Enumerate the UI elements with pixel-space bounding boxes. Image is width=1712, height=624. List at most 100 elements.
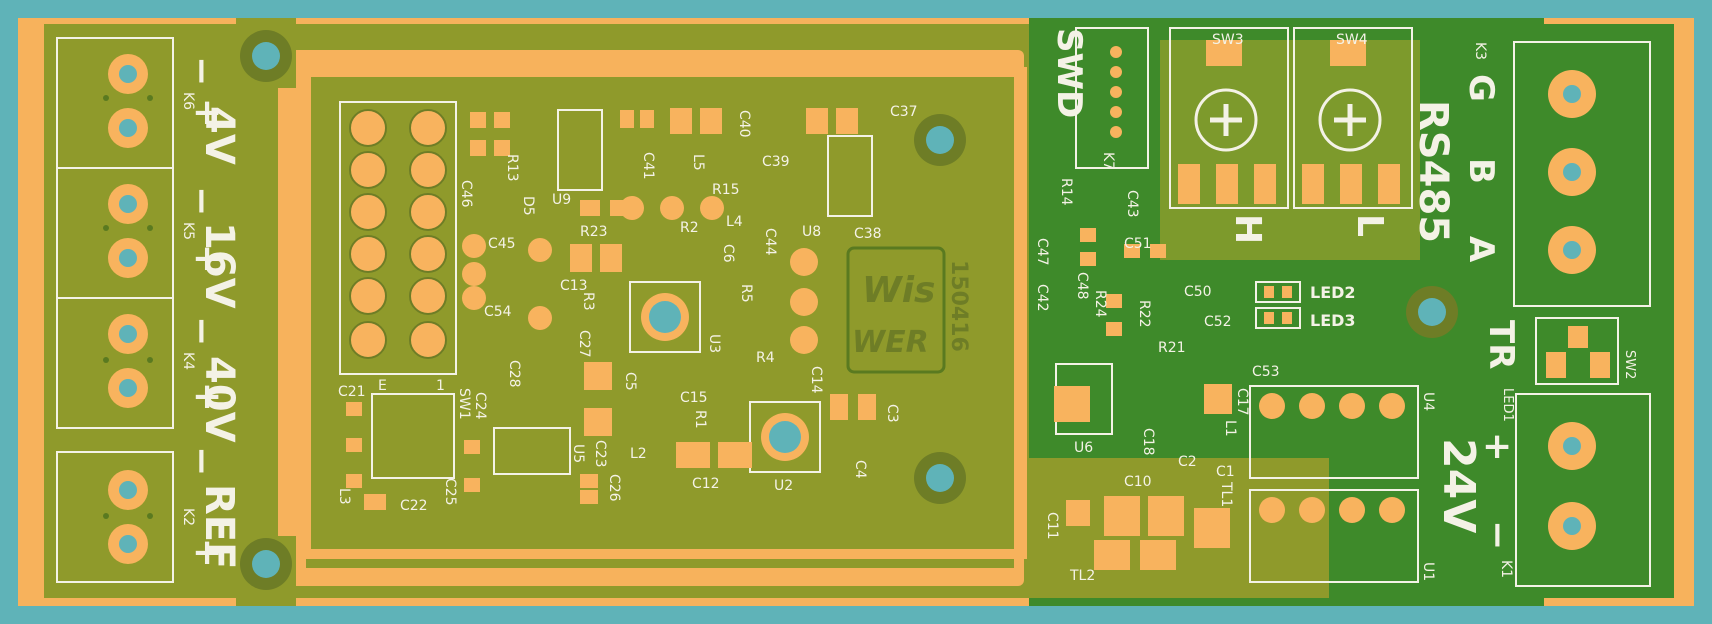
k7-label: K7 xyxy=(1100,152,1116,170)
g-label: G xyxy=(1461,74,1501,102)
ref-c50: C50 xyxy=(1184,284,1212,300)
ref-r1: R1 xyxy=(692,410,708,429)
ref-c28: C28 xyxy=(506,360,522,388)
mounting-hole-tl xyxy=(240,30,292,82)
connector-u4[interactable] xyxy=(1249,385,1419,479)
led-indicators xyxy=(1255,281,1301,329)
ref-r23: R23 xyxy=(580,224,608,240)
ref-c6: C6 xyxy=(720,244,736,263)
component-refs: C37 C40 C41 C39 L5 R13 D5 C46 R15 L4 C38… xyxy=(336,104,1280,584)
smd-pads xyxy=(346,108,876,510)
ref-c38: C38 xyxy=(854,226,882,242)
mounting-hole-ir1 xyxy=(914,114,966,166)
ref-c53: C53 xyxy=(1252,364,1280,380)
rs485-label: RS485 xyxy=(1410,100,1456,243)
led3-label: LED3 xyxy=(1310,311,1356,330)
ref-c17: C17 xyxy=(1234,388,1250,416)
ref-l2: L2 xyxy=(630,446,647,462)
switch-sw4[interactable] xyxy=(1293,27,1413,209)
chip-label-sw1: SW1 xyxy=(456,388,472,420)
ref-r2: R2 xyxy=(680,220,699,236)
chip-u5 xyxy=(493,427,571,475)
ref-c2: C2 xyxy=(1178,454,1197,470)
ref-c48: C48 xyxy=(1074,272,1090,300)
pin-header[interactable] xyxy=(339,101,457,375)
chip-u9 xyxy=(557,109,603,191)
pin-label-1: 1 xyxy=(436,378,445,394)
ref-c39: C39 xyxy=(762,154,790,170)
ref-c10: C10 xyxy=(1124,474,1152,490)
k1-ref: K1 xyxy=(1498,560,1514,578)
board-version: 150416 xyxy=(946,260,971,352)
logo-box xyxy=(846,246,946,374)
sw4-label: SW4 xyxy=(1336,32,1368,48)
ref-l5: L5 xyxy=(690,154,706,171)
left-vias xyxy=(103,95,153,519)
ref-c37: C37 xyxy=(890,104,918,120)
terminal-k6[interactable] xyxy=(56,37,174,169)
ref-l3: L3 xyxy=(336,488,352,505)
chip-u2 xyxy=(749,401,821,473)
terminal-k5[interactable] xyxy=(56,167,174,299)
ref-c51: C51 xyxy=(1124,236,1152,252)
chip-label-u3: U3 xyxy=(706,334,722,353)
terminal-k4[interactable] xyxy=(56,297,174,429)
ref-tl1: TL1 xyxy=(1218,481,1234,507)
ref-c24: C24 xyxy=(472,392,488,420)
k5-plus: + xyxy=(192,238,222,279)
chip-label-u1: U1 xyxy=(1420,562,1436,581)
chip-sw1 xyxy=(371,393,455,479)
ref-r24: R24 xyxy=(1092,290,1108,318)
pin-label-e: E xyxy=(378,378,387,394)
ref-c12: C12 xyxy=(692,476,720,492)
sw3-label: SW3 xyxy=(1212,32,1244,48)
terminal-k1[interactable] xyxy=(1515,393,1651,587)
connector-u1[interactable] xyxy=(1249,489,1419,583)
ref-c41: C41 xyxy=(640,152,656,180)
k2-ref: K2 xyxy=(180,508,196,526)
ref-c3: C3 xyxy=(884,404,900,423)
ref-c23: C23 xyxy=(592,440,608,468)
ref-c47: C47 xyxy=(1034,238,1050,266)
switch-sw2[interactable] xyxy=(1535,317,1619,385)
led1-label: LED1 xyxy=(1500,388,1515,422)
k3-ref: K3 xyxy=(1472,42,1488,60)
mounting-hole-ir2 xyxy=(914,452,966,504)
chip-u8 xyxy=(827,135,873,217)
swd-connector[interactable] xyxy=(1075,27,1149,169)
k4-minus: − xyxy=(181,316,222,346)
chip-label-u6: U6 xyxy=(1074,440,1093,456)
ref-c26: C26 xyxy=(606,474,622,502)
b-label: B xyxy=(1461,158,1501,184)
terminal-k3[interactable] xyxy=(1513,41,1651,307)
chip-label-u5: U5 xyxy=(570,444,586,463)
right-pads xyxy=(1054,228,1232,570)
k2-voltage-label: REF xyxy=(196,484,242,569)
chip-label-u2: U2 xyxy=(774,478,793,494)
chip-label-u4: U4 xyxy=(1420,392,1436,411)
k6-voltage-label: 4V xyxy=(196,106,242,165)
terminal-k2[interactable] xyxy=(56,451,174,583)
ref-tl2: TL2 xyxy=(1069,568,1095,584)
k2-minus: − xyxy=(181,446,222,476)
ref-c11: C11 xyxy=(1044,512,1060,540)
ref-r15: R15 xyxy=(712,182,740,198)
h-label: H xyxy=(1227,214,1268,244)
mounting-hole-mid xyxy=(1406,286,1458,338)
right-edge xyxy=(1544,24,1674,598)
l-label: L xyxy=(1349,214,1390,237)
ref-r22: R22 xyxy=(1136,300,1152,328)
ref-c52: C52 xyxy=(1204,314,1232,330)
ref-c4: C4 xyxy=(852,460,868,479)
ref-c21: C21 xyxy=(338,384,366,400)
chip-label-u8: U8 xyxy=(802,224,821,240)
ref-c25: C25 xyxy=(442,478,458,506)
ref-r13: R13 xyxy=(504,154,520,182)
ref-r4: R4 xyxy=(756,350,775,366)
switch-sw3[interactable] xyxy=(1169,27,1289,209)
tr-label: TR xyxy=(1481,320,1521,369)
k6-ref: K6 xyxy=(180,92,196,110)
k5-minus: − xyxy=(181,186,222,216)
soldermask-right-mid xyxy=(1160,40,1420,260)
k5-ref: K5 xyxy=(180,222,196,240)
